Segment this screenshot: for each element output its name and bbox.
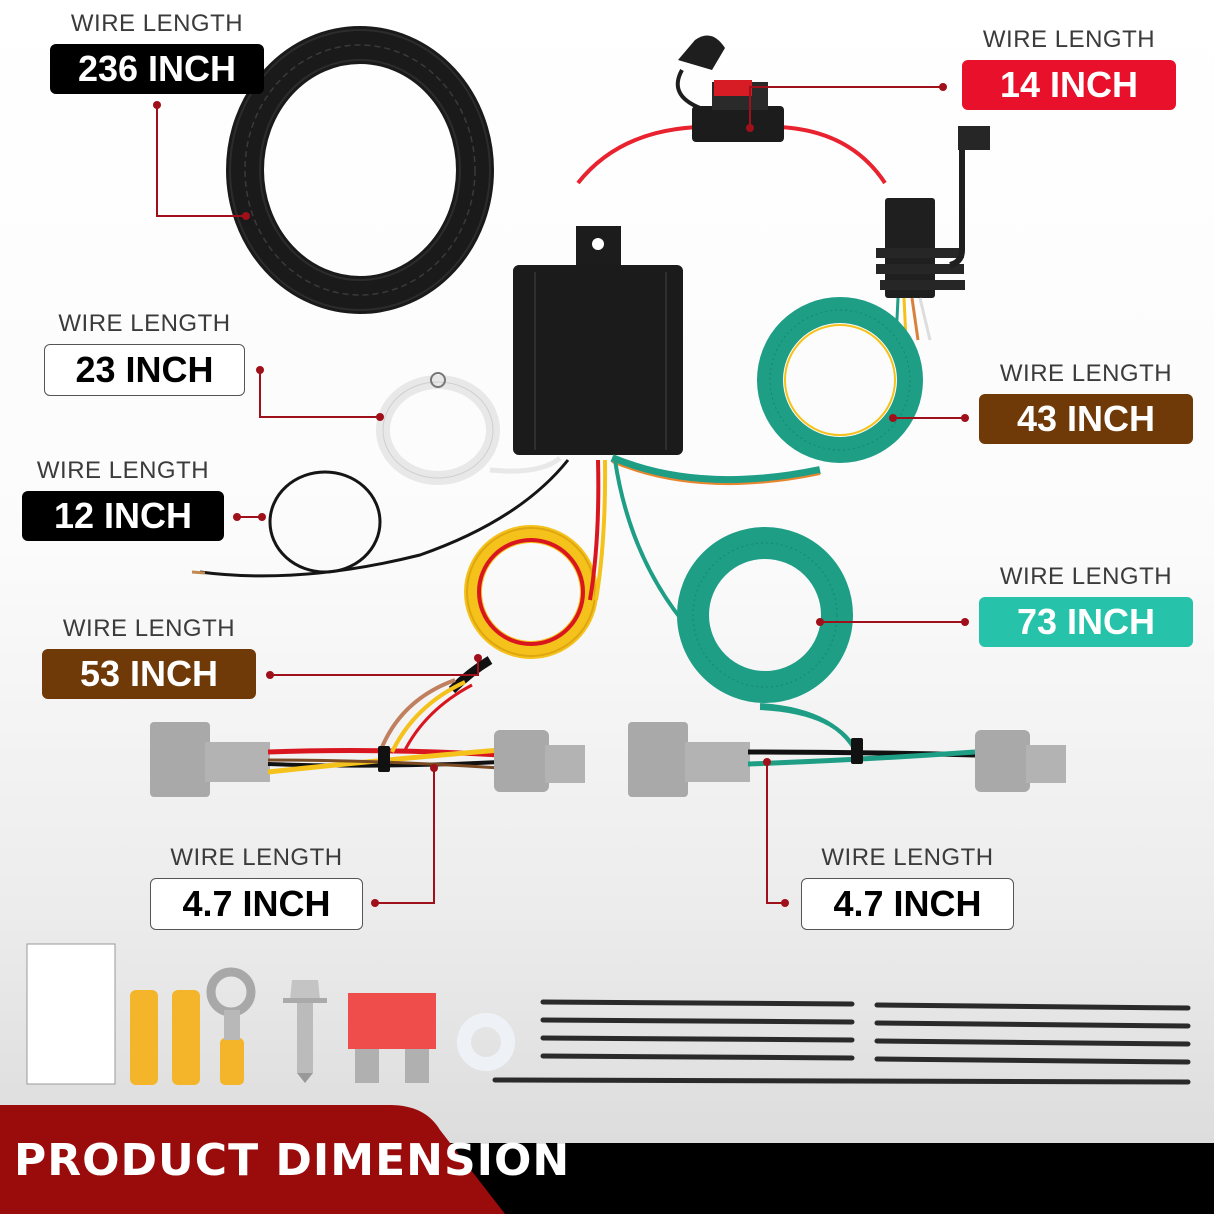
label-value: 4.7 INCH — [150, 878, 363, 930]
accessories-row — [26, 943, 515, 1085]
left-plug-harness — [150, 678, 585, 797]
ring-terminal-icon — [206, 967, 256, 1085]
label-black-coil: WIRE LENGTH 236 INCH — [50, 10, 264, 94]
leader-dots — [153, 83, 969, 907]
white-wire-coil — [376, 372, 562, 485]
black-wire-coil — [226, 26, 494, 314]
label-value: 43 INCH — [979, 394, 1193, 444]
label-value: 23 INCH — [44, 344, 245, 396]
inline-fuse-holder — [576, 35, 887, 185]
cable-ties — [492, 999, 1191, 1085]
label-caption: WIRE LENGTH — [36, 457, 210, 484]
alcohol-pad-icon — [26, 943, 116, 1085]
label-ground-wire: WIRE LENGTH 12 INCH — [22, 457, 224, 541]
label-value: 53 INCH — [42, 649, 256, 699]
flat-harness-coil-43 — [610, 297, 923, 486]
label-white-wire: WIRE LENGTH 23 INCH — [44, 310, 245, 396]
right-plug-harness — [628, 706, 1066, 797]
label-value: 14 INCH — [962, 60, 1176, 110]
label-fuse-wire: WIRE LENGTH 14 INCH — [962, 26, 1176, 110]
converter-module — [513, 226, 683, 455]
label-caption: WIRE LENGTH — [821, 844, 994, 871]
label-value: 73 INCH — [979, 597, 1193, 647]
label-yellow-red-coil: WIRE LENGTH 53 INCH — [42, 615, 256, 699]
4-way-flat-connector — [876, 126, 990, 341]
label-value: 12 INCH — [22, 491, 224, 541]
yellow-red-wire-coil — [448, 459, 608, 694]
page-title: PRODUCT DIMENSION — [14, 1135, 571, 1186]
label-green-coil: WIRE LENGTH 73 INCH — [979, 563, 1193, 647]
label-caption: WIRE LENGTH — [62, 615, 236, 642]
footer-banner: PRODUCT DIMENSION — [0, 1105, 1214, 1214]
label-right-connector: WIRE LENGTH 4.7 INCH — [801, 844, 1014, 930]
label-caption: WIRE LENGTH — [170, 844, 343, 871]
footer-red-tab — [0, 1105, 520, 1214]
self-tapping-screw-icon — [283, 980, 327, 1083]
label-caption: WIRE LENGTH — [999, 360, 1173, 387]
ground-wire-coil — [191, 459, 570, 578]
label-value: 4.7 INCH — [801, 878, 1014, 930]
label-left-connector: WIRE LENGTH 4.7 INCH — [150, 844, 363, 930]
green-wire-coil — [613, 459, 862, 761]
leader-lines — [156, 86, 965, 904]
label-caption: WIRE LENGTH — [982, 26, 1156, 53]
washer-icon — [457, 1013, 515, 1071]
blade-fuse-icon — [348, 993, 436, 1083]
butt-connector-icon — [130, 990, 158, 1085]
butt-connector-icon — [172, 990, 200, 1085]
label-flat-harness: WIRE LENGTH 43 INCH — [979, 360, 1193, 444]
label-caption: WIRE LENGTH — [58, 310, 231, 337]
label-caption: WIRE LENGTH — [70, 10, 244, 37]
label-value: 236 INCH — [50, 44, 264, 94]
label-caption: WIRE LENGTH — [999, 563, 1173, 590]
